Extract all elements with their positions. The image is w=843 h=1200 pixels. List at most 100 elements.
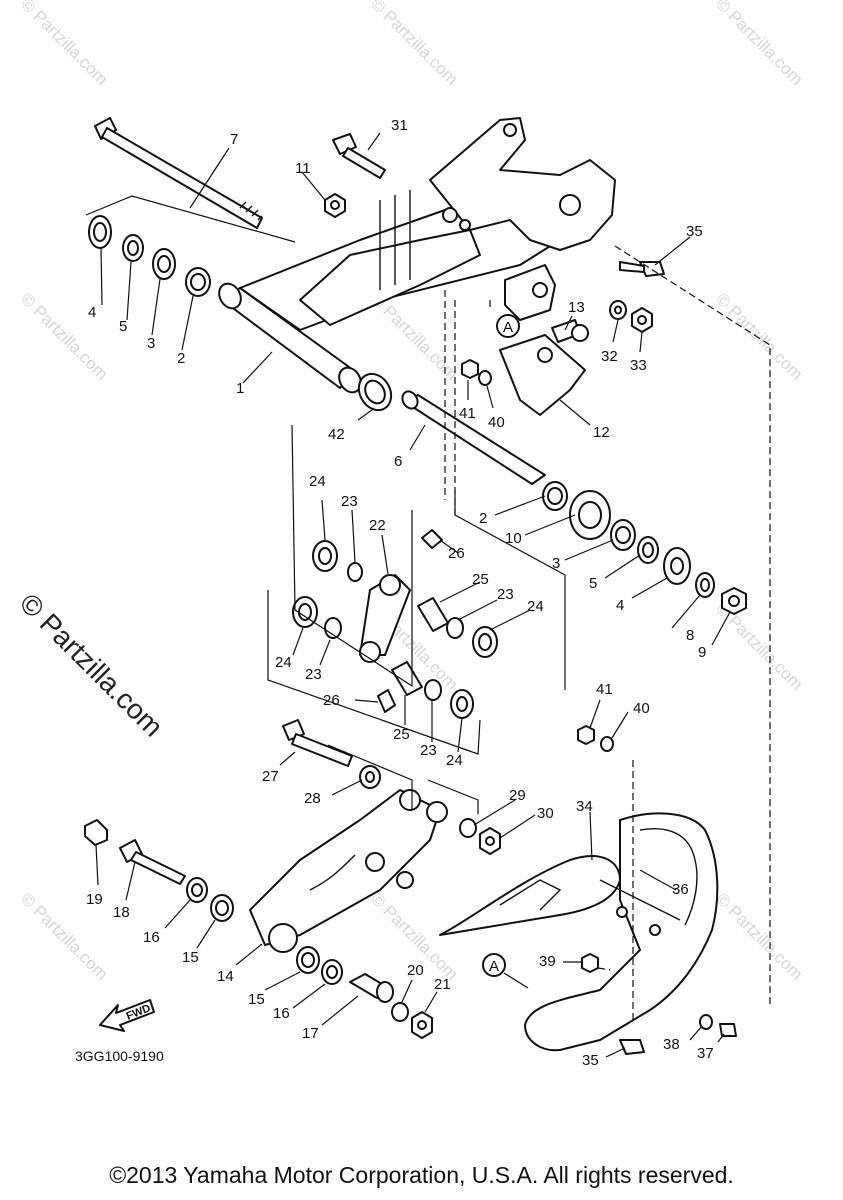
callout-label: 24 xyxy=(527,598,544,615)
left-bearing-stack xyxy=(88,215,211,297)
callout-label: 30 xyxy=(537,805,554,822)
pivot-bolt-long xyxy=(94,117,263,229)
callout-label: 28 xyxy=(304,790,321,807)
callout-label: 22 xyxy=(369,517,386,534)
callout-label: 39 xyxy=(539,953,556,970)
callout-label: 4 xyxy=(88,304,96,321)
callout-label: 9 xyxy=(698,644,706,661)
callout-label: 33 xyxy=(630,357,647,374)
callout-label: 41 xyxy=(459,405,476,422)
callout-label: 5 xyxy=(589,575,597,592)
washer-28 xyxy=(359,765,381,789)
callout-label: 34 xyxy=(576,798,593,815)
bolt-27 xyxy=(282,719,353,767)
callout-label: 3 xyxy=(552,555,560,572)
callout-label: 6 xyxy=(394,453,402,470)
callout-label: 8 xyxy=(686,627,694,644)
washer-20 xyxy=(391,1002,409,1022)
callout-label: 25 xyxy=(472,571,489,588)
watermark-large: © Partzilla.com xyxy=(14,587,169,742)
watermark: © Partzilla.com xyxy=(712,599,806,693)
watermark: © Partzilla.com xyxy=(367,289,461,383)
reference-label: A xyxy=(503,319,513,336)
callout-label: 37 xyxy=(697,1045,714,1062)
callout-label: 16 xyxy=(143,929,160,946)
callout-label: 35 xyxy=(582,1052,599,1069)
callout-label: 38 xyxy=(663,1036,680,1053)
dashed-reference-lines xyxy=(444,245,771,1020)
nut-21 xyxy=(411,1011,433,1039)
bolt-13 xyxy=(551,319,589,343)
callout-label: 31 xyxy=(391,117,408,134)
callout-label: 17 xyxy=(302,1025,319,1042)
callout-label: 24 xyxy=(446,752,463,769)
nut-11 xyxy=(324,193,346,218)
callout-label: 5 xyxy=(119,318,127,335)
bolt-35-top xyxy=(619,261,665,277)
callout-label: 15 xyxy=(182,949,199,966)
callout-label: 42 xyxy=(328,426,345,443)
swing-arm xyxy=(218,117,616,394)
callout-label: 14 xyxy=(217,968,234,985)
callout-label: 23 xyxy=(420,742,437,759)
callout-label: 29 xyxy=(509,787,526,804)
nut-41-bottom xyxy=(577,725,595,745)
fwd-arrow: FWD xyxy=(99,999,155,1032)
callout-label: 40 xyxy=(633,700,650,717)
bolt-19 xyxy=(84,819,108,846)
washer-29 xyxy=(459,818,477,838)
callout-label: 23 xyxy=(341,493,358,510)
callout-label: 18 xyxy=(113,904,130,921)
grease-fittings xyxy=(377,529,443,713)
reference-circle xyxy=(482,953,506,977)
washer-32 xyxy=(609,300,627,320)
callout-label: 35 xyxy=(686,223,703,240)
callout-label: 25 xyxy=(393,726,410,743)
callout-label: 26 xyxy=(323,692,340,709)
callout-label: 7 xyxy=(230,131,238,148)
bolt-31 xyxy=(332,133,386,179)
shaft-6 xyxy=(401,390,546,485)
callout-label: 3 xyxy=(147,335,155,352)
callout-label: 40 xyxy=(488,414,505,431)
reference-marks: A A xyxy=(482,314,529,989)
bushing-15-left xyxy=(210,894,234,922)
collar-17 xyxy=(349,973,394,1003)
callout-label: 23 xyxy=(497,586,514,603)
watermark: © Partzilla.com xyxy=(367,0,461,89)
washer-40-bottom xyxy=(600,736,614,752)
callout-label: 20 xyxy=(407,962,424,979)
relay-arm-14 xyxy=(249,789,448,953)
callout-label: 41 xyxy=(596,681,613,698)
nut-33 xyxy=(631,307,653,333)
callout-label: 15 xyxy=(248,991,265,1008)
copyright-notice: ©2013 Yamaha Motor Corporation, U.S.A. A… xyxy=(109,1162,734,1188)
leader-lines xyxy=(95,132,731,1058)
callout-label: 2 xyxy=(479,510,487,527)
watermark: © Partzilla.com xyxy=(17,0,111,89)
guard-34 xyxy=(439,855,621,936)
callout-label: 36 xyxy=(672,881,689,898)
bracket-12 xyxy=(499,264,586,416)
bushing-16-right xyxy=(321,959,343,985)
relay-arm-22 xyxy=(359,574,411,663)
watermark: © Partzilla.com xyxy=(712,289,806,383)
fwd-label: FWD xyxy=(125,1002,153,1023)
diagram-code: 3GG100-9190 xyxy=(75,1048,164,1064)
washer-38 xyxy=(699,1014,713,1030)
callout-label: 2 xyxy=(177,350,185,367)
watermark: © Partzilla.com xyxy=(712,0,806,89)
bolt-37 xyxy=(719,1023,737,1037)
callout-label: 27 xyxy=(262,768,279,785)
callout-label: 23 xyxy=(305,666,322,683)
bushing-16-left xyxy=(186,877,208,903)
group-outlines xyxy=(85,195,566,814)
right-bearing-stack xyxy=(542,481,747,615)
callout-label: 32 xyxy=(601,348,618,365)
nut-41-top xyxy=(461,359,479,379)
callout-label: 1 xyxy=(236,380,244,397)
reference-label: A xyxy=(489,958,499,975)
callout-label: 21 xyxy=(434,976,451,993)
callout-label: 24 xyxy=(309,473,326,490)
